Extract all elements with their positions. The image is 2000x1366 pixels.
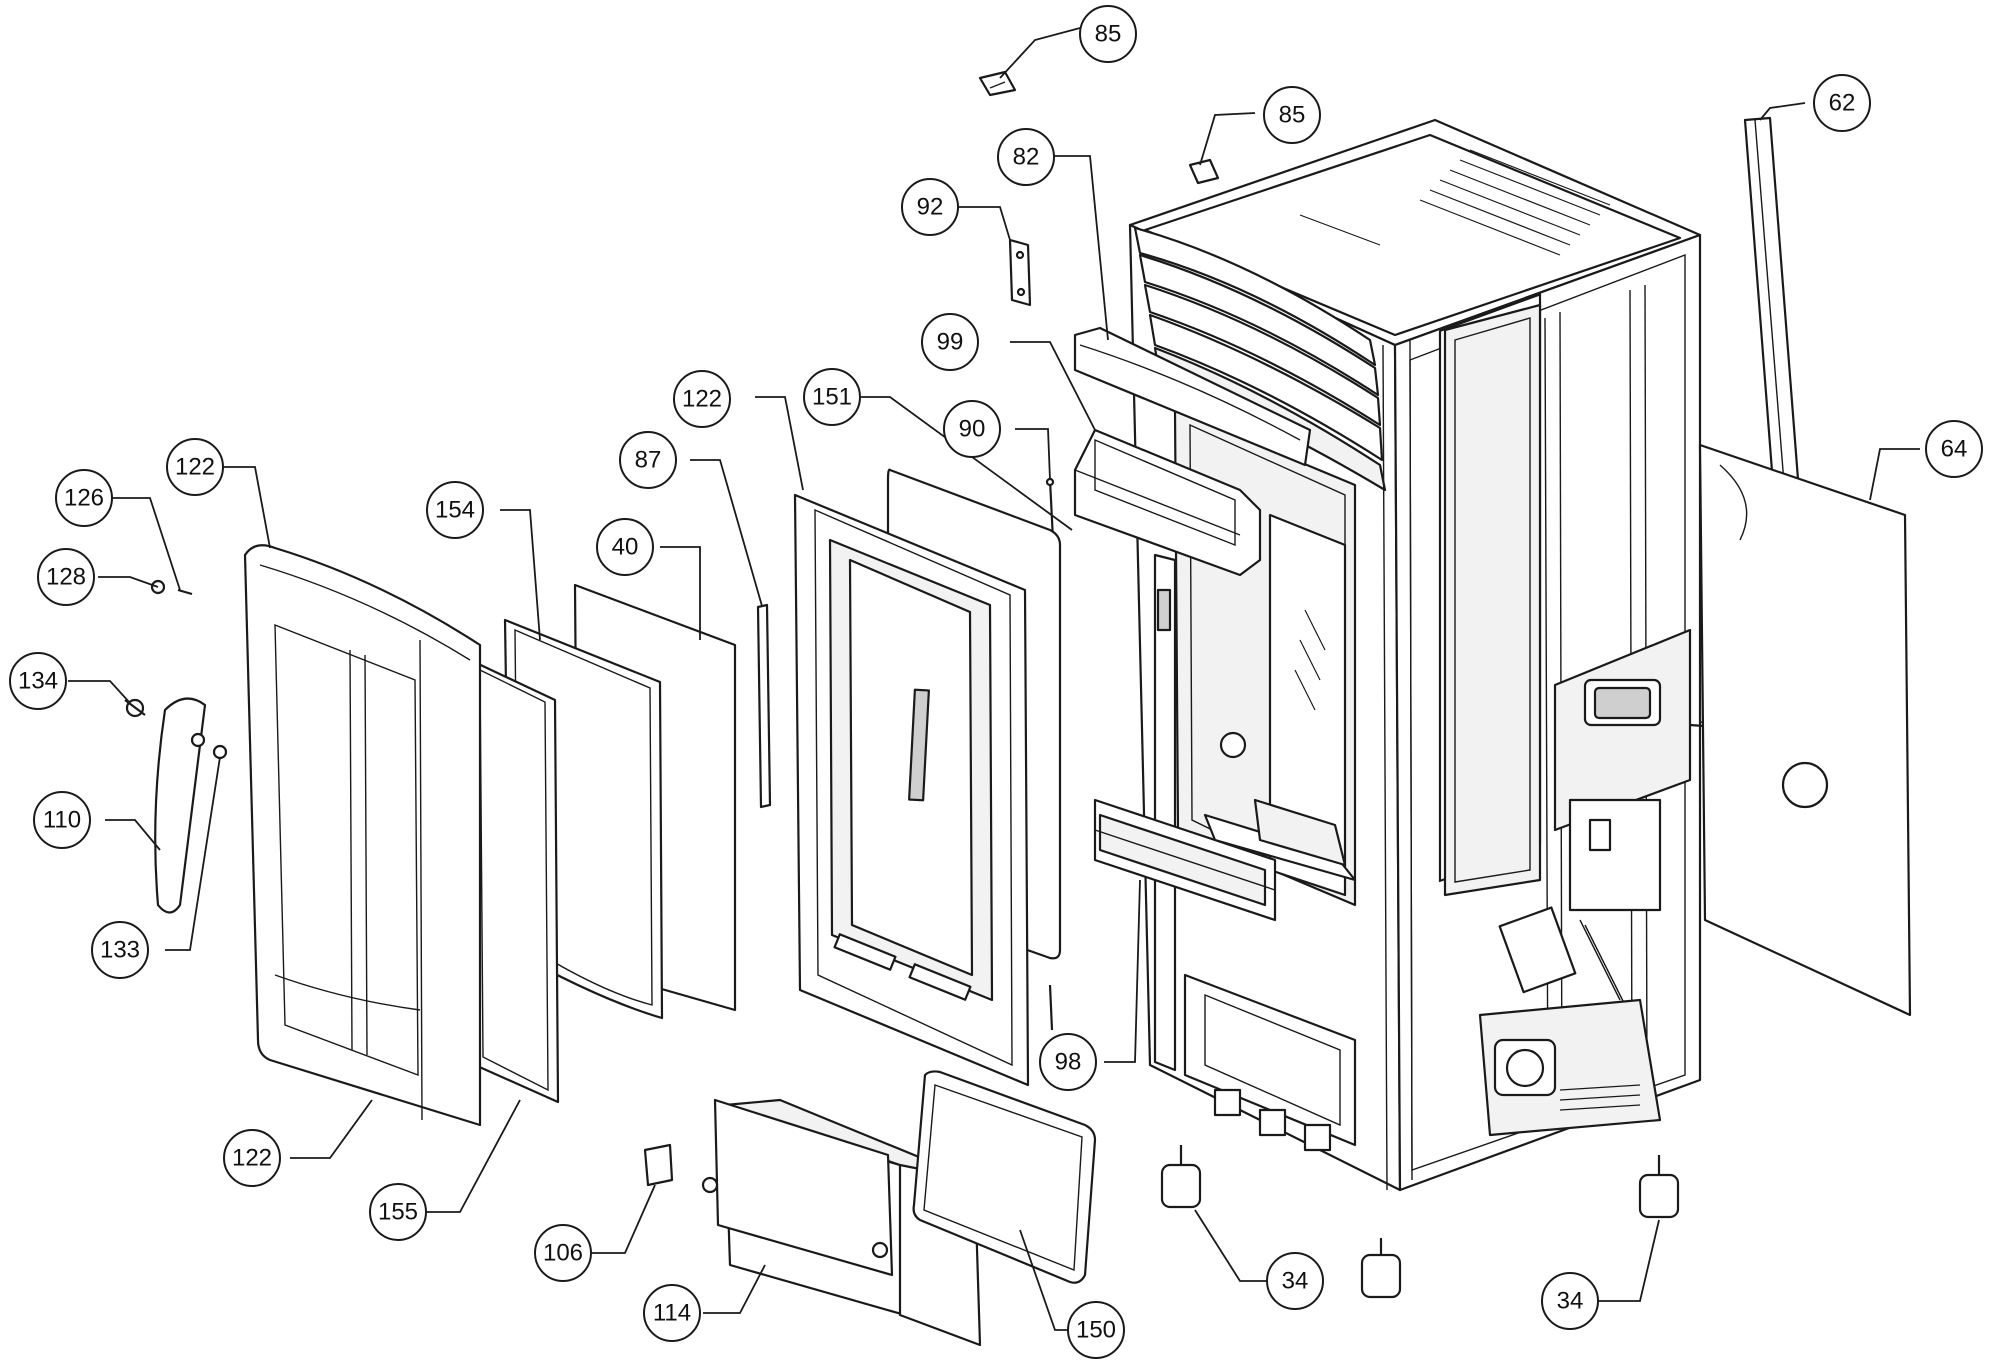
- svg-text:122: 122: [175, 454, 215, 481]
- svg-text:34: 34: [1282, 1268, 1309, 1295]
- callout-85-mid: 85: [1263, 86, 1321, 144]
- callout-64: 64: [1925, 420, 1983, 478]
- svg-text:150: 150: [1076, 1317, 1116, 1344]
- callout-110: 110: [33, 791, 91, 849]
- svg-text:40: 40: [612, 534, 639, 561]
- svg-text:155: 155: [378, 1199, 418, 1226]
- part-126-pin: [177, 588, 193, 596]
- svg-text:34: 34: [1557, 1288, 1584, 1315]
- part-85-clip-top: [978, 70, 1017, 97]
- part-34-foot-right: [1638, 1155, 1680, 1219]
- callout-150: 150: [1067, 1301, 1125, 1359]
- svg-text:62: 62: [1829, 90, 1856, 117]
- leader-lines: [68, 27, 1920, 1331]
- callout-85-top: 85: [1079, 5, 1137, 63]
- part-34-foot-left: [1160, 1145, 1202, 1209]
- part-122-door-frame: [793, 493, 1030, 1087]
- part-98-rail: [1093, 798, 1277, 922]
- callout-154: 154: [426, 481, 484, 539]
- callout-90: 90: [943, 400, 1001, 458]
- svg-text:99: 99: [937, 329, 964, 356]
- part-155-frame: [468, 658, 560, 1104]
- svg-text:126: 126: [64, 485, 104, 512]
- part-150-gasket: [912, 1070, 1097, 1284]
- svg-text:122: 122: [232, 1145, 272, 1172]
- callout-87: 87: [619, 431, 677, 489]
- callout-128: 128: [37, 548, 95, 606]
- svg-text:85: 85: [1279, 102, 1306, 129]
- callouts: 85 85 62 82 92 99 122 151: [9, 5, 1983, 1359]
- callout-40: 40: [596, 518, 654, 576]
- part-34-foot-center: [1360, 1238, 1402, 1299]
- callout-92: 92: [901, 178, 959, 236]
- svg-text:151: 151: [812, 384, 852, 411]
- callout-106: 106: [534, 1224, 592, 1282]
- part-110-handle: [154, 697, 207, 914]
- callout-34-center: 34: [1266, 1252, 1324, 1310]
- callout-98: 98: [1039, 1033, 1097, 1091]
- part-87-rod: [756, 603, 772, 809]
- part-62-strip: [1743, 116, 1802, 512]
- part-133-washer: [212, 744, 228, 760]
- svg-text:122: 122: [682, 386, 722, 413]
- svg-text:134: 134: [18, 668, 58, 695]
- callout-122-door: 122: [166, 438, 224, 496]
- callout-122-bottom: 122: [223, 1129, 281, 1187]
- svg-text:92: 92: [917, 194, 944, 221]
- part-114-drawer: [701, 1098, 982, 1347]
- stove-body: [1128, 118, 1761, 1192]
- svg-text:114: 114: [653, 1300, 691, 1327]
- svg-text:64: 64: [1941, 436, 1968, 463]
- callout-126: 126: [55, 469, 113, 527]
- part-106-latch: [643, 1143, 674, 1187]
- part-82-deflector: [1073, 326, 1312, 467]
- part-122-front-door: [243, 544, 482, 1127]
- svg-text:133: 133: [100, 937, 140, 964]
- callout-34-right: 34: [1541, 1272, 1599, 1330]
- callout-155: 155: [369, 1183, 427, 1241]
- callout-151: 151: [803, 368, 861, 426]
- part-99-baffle: [1073, 428, 1262, 577]
- callout-99: 99: [921, 313, 979, 371]
- callout-114: 114: [643, 1284, 701, 1342]
- part-85-clip-mid: [1188, 158, 1220, 185]
- svg-text:154: 154: [435, 497, 475, 524]
- svg-text:98: 98: [1055, 1049, 1082, 1076]
- svg-text:106: 106: [543, 1240, 583, 1267]
- svg-text:85: 85: [1095, 21, 1122, 48]
- callout-82: 82: [997, 128, 1055, 186]
- callout-122-frame: 122: [673, 370, 731, 428]
- svg-text:90: 90: [959, 416, 986, 443]
- callout-133: 133: [91, 921, 149, 979]
- svg-text:110: 110: [43, 807, 81, 834]
- svg-text:128: 128: [46, 564, 86, 591]
- part-92-bracket: [1008, 238, 1032, 307]
- part-90-pin-lower: [1048, 984, 1054, 1031]
- part-134-screw: [124, 698, 146, 718]
- callout-134: 134: [9, 652, 67, 710]
- svg-text:82: 82: [1013, 144, 1040, 171]
- part-64-side-panel: [1698, 443, 1912, 1017]
- svg-text:87: 87: [635, 447, 662, 474]
- callout-62: 62: [1813, 74, 1871, 132]
